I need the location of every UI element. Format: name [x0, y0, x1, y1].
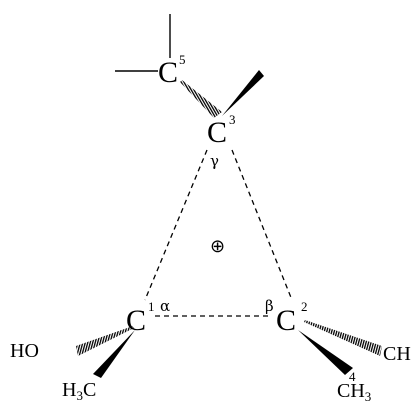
hashed-bond-c2-ch3: [304, 320, 382, 356]
atom-c4-number: 4: [349, 369, 356, 384]
methyl-c1-h: H: [62, 379, 76, 401]
hydroxyl-label: HO: [10, 340, 39, 362]
dashed-bond-c3-c2: [231, 149, 293, 301]
atom-c5-symbol: C: [158, 56, 178, 89]
atom-c5-number: 5: [179, 52, 186, 67]
methyl-c4-subscript: 3: [365, 389, 372, 404]
positive-charge-icon: ⊕: [210, 236, 225, 257]
angle-alpha: α: [160, 297, 170, 315]
hashed-bond-c5-c3: [180, 80, 222, 118]
methyl-c1-subscript: 3: [76, 388, 83, 403]
wedge-bond-c2-c4: [298, 330, 353, 375]
atom-c2-number: 2: [301, 299, 308, 314]
angle-gamma: γ: [210, 152, 219, 170]
dashed-bond-c3-c1: [144, 149, 208, 301]
atom-c1-symbol: C: [126, 304, 146, 337]
wedge-bond-c3-methyl: [222, 70, 264, 116]
wedge-bond-c1-h3c: [93, 330, 135, 378]
methyl-c4-ch: CH: [337, 380, 365, 402]
methyl-c2-label: CH: [383, 343, 411, 365]
atom-c3-number: 3: [229, 112, 236, 127]
atom-c3-symbol: C: [207, 116, 227, 149]
hashed-bond-c1-ho: [76, 326, 134, 356]
angle-beta: β: [265, 297, 274, 315]
methyl-c1-c: C: [83, 379, 96, 401]
methyl-c1-label: H3C: [62, 379, 96, 403]
methyl-c4-label: CH3: [337, 380, 371, 404]
atom-c1-number: 1: [148, 299, 155, 314]
atom-c2-symbol: C: [276, 304, 296, 337]
